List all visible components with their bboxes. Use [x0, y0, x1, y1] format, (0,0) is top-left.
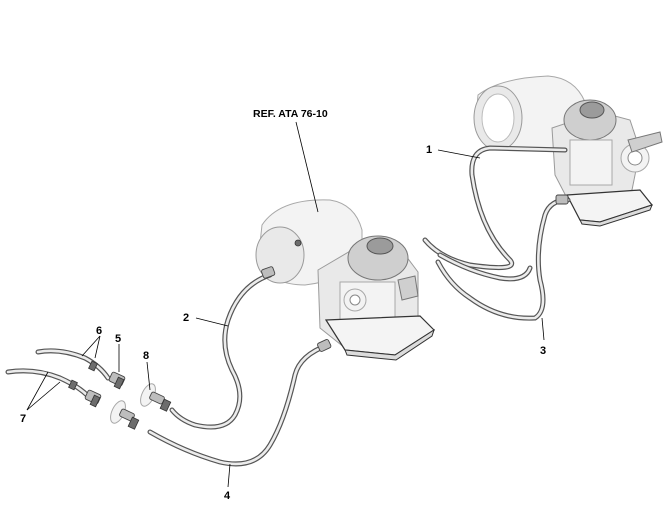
drain-tray-center [324, 315, 435, 356]
leader-ref [295, 121, 319, 213]
carburetor-dome-top-right [579, 101, 605, 119]
carburetor-port-inner-right [627, 150, 643, 166]
drain-tray-edge-center [344, 328, 435, 361]
leader-6a [81, 335, 101, 357]
carburetor-stack-right [569, 139, 613, 186]
tube-upper [35, 348, 111, 381]
leader-8 [146, 361, 151, 391]
leader-lines [26, 121, 545, 488]
callout-8: 8 [143, 350, 149, 362]
tube-lower [5, 368, 91, 399]
leader-7a [26, 371, 49, 411]
hose-1-secondary [437, 252, 533, 282]
elbow-bolt-center [294, 239, 302, 247]
flange-fitting-upper [140, 383, 172, 412]
carburetor-port-inner-center [349, 294, 361, 306]
throttle-arm-center [397, 275, 419, 301]
tube-upper-clamp [88, 360, 98, 372]
drain-tray-right [566, 189, 654, 223]
throttle-arm-right [627, 131, 663, 153]
callout-6: 6 [96, 325, 102, 337]
callout-2: 2 [183, 312, 189, 324]
leader-3 [541, 317, 545, 341]
leader-6b [94, 335, 101, 359]
callout-5: 5 [115, 333, 121, 345]
reference-label: REF. ATA 76-10 [253, 108, 328, 120]
hose-4-end-fitting [317, 339, 332, 352]
leader-1 [437, 149, 481, 159]
hose-2-end-fitting [261, 266, 276, 279]
hose-4 [147, 342, 331, 467]
carburetor-assembly-center [147, 199, 435, 467]
leader-4 [227, 463, 231, 488]
carburetor-assembly-installed [422, 75, 663, 321]
callout-1: 1 [426, 144, 432, 156]
callout-3: 3 [540, 345, 546, 357]
leader-2 [195, 317, 229, 327]
hose-3-end-fitting [555, 194, 569, 205]
adapter-fitting-lower [84, 389, 102, 408]
callout-7: 7 [20, 413, 26, 425]
adapter-fitting-upper [108, 371, 126, 390]
leader-7b [26, 381, 61, 411]
flange-fitting-lower [110, 400, 140, 430]
callout-4: 4 [224, 490, 231, 502]
tube-lower-clamp [68, 379, 78, 391]
hose-2 [169, 272, 273, 430]
hose-3 [435, 197, 571, 321]
drain-tray-edge-right [579, 204, 653, 227]
air-intake-inner-right [481, 93, 515, 143]
carburetor-dome-top-center [366, 237, 394, 255]
hose-1 [422, 145, 568, 271]
exploded-fittings [5, 348, 172, 430]
